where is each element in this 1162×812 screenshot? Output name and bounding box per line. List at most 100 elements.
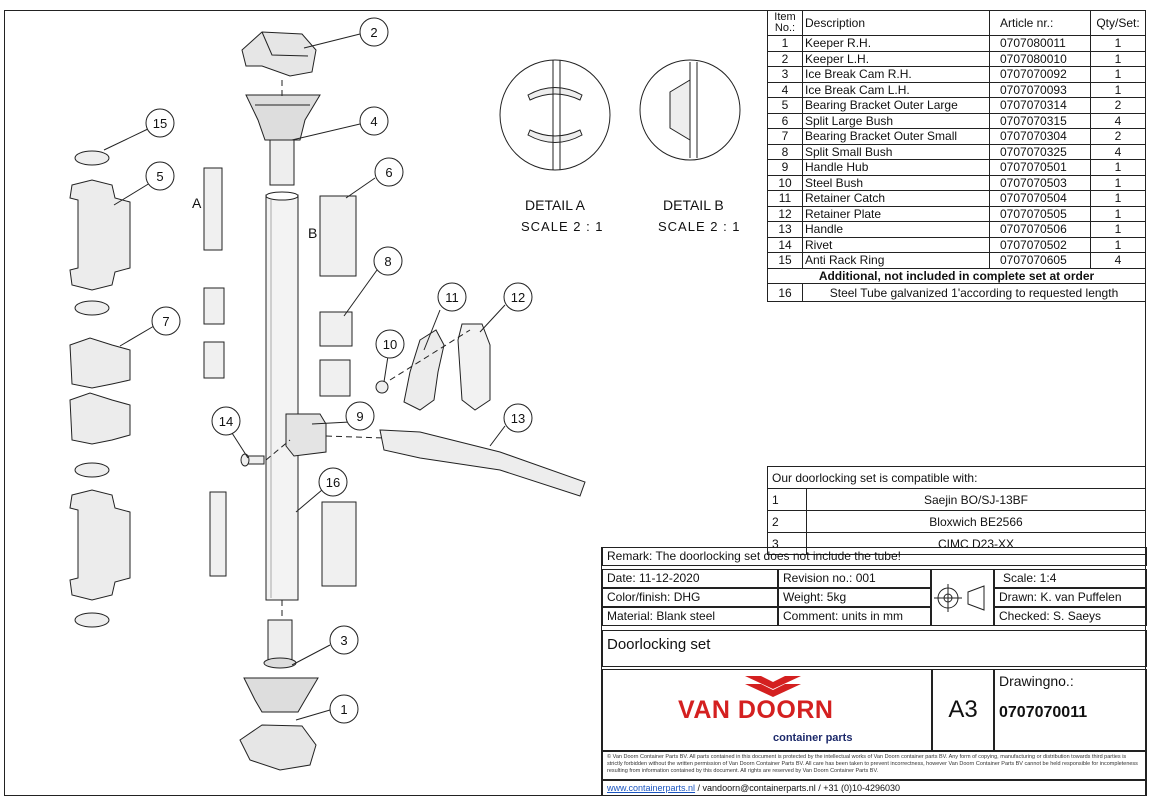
- bom-quantity: 4: [1090, 252, 1146, 269]
- website-link[interactable]: www.containerparts.nl: [607, 783, 696, 793]
- compat-row: 1 Saejin BO/SJ-13BF: [767, 488, 1146, 511]
- material: Material: Blank steel: [602, 607, 778, 626]
- bom-item-number: 5: [767, 97, 803, 114]
- bom-item-number: 12: [767, 205, 803, 222]
- bom-description: Keeper R.H.: [802, 35, 990, 52]
- bom-quantity: 1: [1090, 81, 1146, 98]
- balloons: [145, 17, 533, 724]
- projection-symbol: [931, 569, 994, 626]
- compat-name: Bloxwich BE2566: [806, 510, 1146, 533]
- balloon-15: 15: [153, 116, 167, 131]
- title-block: Remark: The doorlocking set does not inc…: [601, 547, 1147, 796]
- bom-item-number: 9: [767, 159, 803, 176]
- bom-quantity: 1: [1090, 159, 1146, 176]
- balloon-7: 7: [162, 314, 169, 329]
- assembly-lines: [265, 80, 471, 620]
- bom-quantity: 4: [1090, 143, 1146, 160]
- bom-article-number: 0707070502: [989, 236, 1091, 253]
- bom-item-number: 11: [767, 190, 803, 207]
- drawing-number-label: Drawingno.:: [999, 673, 1074, 689]
- balloon-numbers: 2 1 3 4 5 6 7 8 9 10 11 12 13 14 15 16: [153, 25, 525, 717]
- bom-header-qty: Qty/Set:: [1090, 10, 1146, 36]
- bom-article-number: 0707070093: [989, 81, 1091, 98]
- bom-item-number: 1: [767, 35, 803, 52]
- bom-description: Steel Bush: [802, 174, 990, 191]
- bom-description: Ice Break Cam L.H.: [802, 81, 990, 98]
- bom-description: Bearing Bracket Outer Large: [802, 97, 990, 114]
- footer-contact: www.containerparts.nl / vandoorn@contain…: [602, 780, 1147, 796]
- drawn-by: Drawn: K. van Puffelen: [994, 588, 1147, 607]
- steel-bush: [375, 380, 389, 394]
- detail-b-scale: SCALE 2 : 1: [658, 219, 741, 234]
- bom-description: Handle: [802, 221, 990, 238]
- detail-b-reference: B: [308, 225, 318, 241]
- bom-article-number: 0707070503: [989, 174, 1091, 191]
- weight: Weight: 5kg: [778, 588, 931, 607]
- bom-article-number: 0707070506: [989, 221, 1091, 238]
- bom-article-number: 0707070314: [989, 97, 1091, 114]
- bom-quantity: 1: [1090, 190, 1146, 207]
- bom-article-number: 0707070505: [989, 205, 1091, 222]
- color-finish: Color/finish: DHG: [602, 588, 778, 607]
- bom-additional-description: Steel Tube galvanized 1'according to req…: [802, 283, 1146, 302]
- bom-item-number: 6: [767, 112, 803, 129]
- sheet-size: A3: [932, 669, 994, 751]
- bill-of-materials: Item No.: Description Article nr.: Qty/S…: [767, 10, 1146, 302]
- legal-notice: © Van Doorn Container Parts BV. All part…: [602, 751, 1147, 780]
- bom-description: Handle Hub: [802, 159, 990, 176]
- bom-quantity: 1: [1090, 205, 1146, 222]
- bom-article-number: 0707070605: [989, 252, 1091, 269]
- drawing-title: Doorlocking set: [602, 630, 1147, 667]
- balloon-1: 1: [340, 702, 347, 717]
- anti-rack-rings: [74, 150, 110, 628]
- bom-description: Retainer Catch: [802, 190, 990, 207]
- bom-article-number: 0707070304: [989, 128, 1091, 145]
- bom-article-number: 0707070092: [989, 66, 1091, 83]
- bom-description: Keeper L.H.: [802, 50, 990, 67]
- bom-quantity: 1: [1090, 174, 1146, 191]
- bom-item-number: 7: [767, 128, 803, 145]
- bom-article-number: 0707070325: [989, 143, 1091, 160]
- bom-quantity: 4: [1090, 112, 1146, 129]
- ice-break-cam-lh: [245, 94, 321, 186]
- bom-header-row: Item No.: Description Article nr.: Qty/S…: [767, 10, 1146, 36]
- bom-quantity: 1: [1090, 66, 1146, 83]
- bom-article-number: 0707080011: [989, 35, 1091, 52]
- compat-header: Our doorlocking set is compatible with:: [767, 466, 1146, 489]
- bearing-brackets-small: [69, 337, 131, 445]
- bom-description: Retainer Plate: [802, 205, 990, 222]
- bom-article-number: 0707070315: [989, 112, 1091, 129]
- retainer-catch: [403, 329, 445, 411]
- balloon-16: 16: [326, 475, 340, 490]
- balloon-2: 2: [370, 25, 377, 40]
- revision: Revision no.: 001: [778, 569, 931, 588]
- balloon-9: 9: [356, 409, 363, 424]
- bom-header-description: Description: [802, 10, 990, 36]
- handle-hub: [285, 413, 327, 457]
- bom-item-number: 13: [767, 221, 803, 238]
- balloon-14: 14: [219, 414, 233, 429]
- remark: Remark: The doorlocking set does not inc…: [602, 547, 1147, 566]
- bearing-brackets-large: [69, 179, 131, 601]
- compat-header-row: Our doorlocking set is compatible with:: [767, 466, 1146, 489]
- compat-number: 1: [767, 488, 807, 511]
- balloon-12: 12: [511, 290, 525, 305]
- balloon-11: 11: [445, 290, 459, 305]
- detail-b-view: [639, 59, 741, 161]
- bom-description: Bearing Bracket Outer Small: [802, 128, 990, 145]
- first-angle-projection-icon: [934, 584, 985, 612]
- balloon-8: 8: [384, 254, 391, 269]
- keeper-lh: [241, 31, 317, 77]
- logo-subtitle: container parts: [773, 732, 853, 744]
- balloon-6: 6: [385, 165, 392, 180]
- bom-item-number: 15: [767, 252, 803, 269]
